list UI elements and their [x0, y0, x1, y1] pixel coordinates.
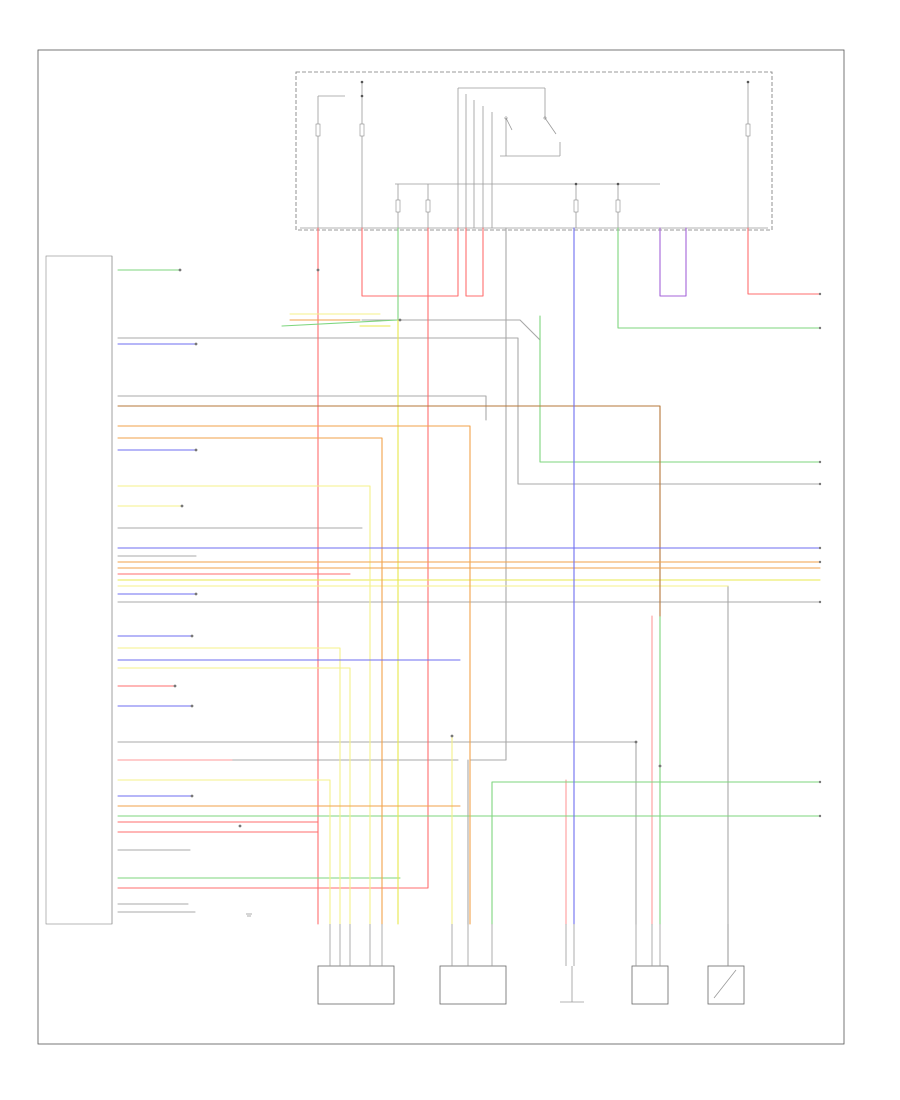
- blue-wires: [117, 227, 821, 925]
- green-wires: [117, 227, 821, 925]
- orange-wires: [117, 319, 821, 925]
- ground-symbol: [246, 913, 252, 917]
- yellow-wires: [117, 313, 821, 925]
- diagram-border: [37, 49, 845, 1045]
- connector-pin: [173, 268, 822, 828]
- bottom-components: [317, 965, 745, 1005]
- fuse-symbol: [315, 123, 751, 213]
- switch-symbol: [504, 116, 557, 135]
- fuse-relay-box: [295, 71, 773, 231]
- grey-wires: [117, 227, 821, 969]
- ecu-connector-strip: [45, 255, 113, 925]
- component-box-2: [439, 965, 507, 1005]
- component-box-1: [317, 965, 395, 1005]
- red-wires: [117, 227, 821, 925]
- component-pin-stubs: [329, 924, 729, 966]
- component-box-4: [707, 965, 745, 1005]
- violet-wires: [659, 227, 687, 297]
- component-box-3: [631, 965, 669, 1005]
